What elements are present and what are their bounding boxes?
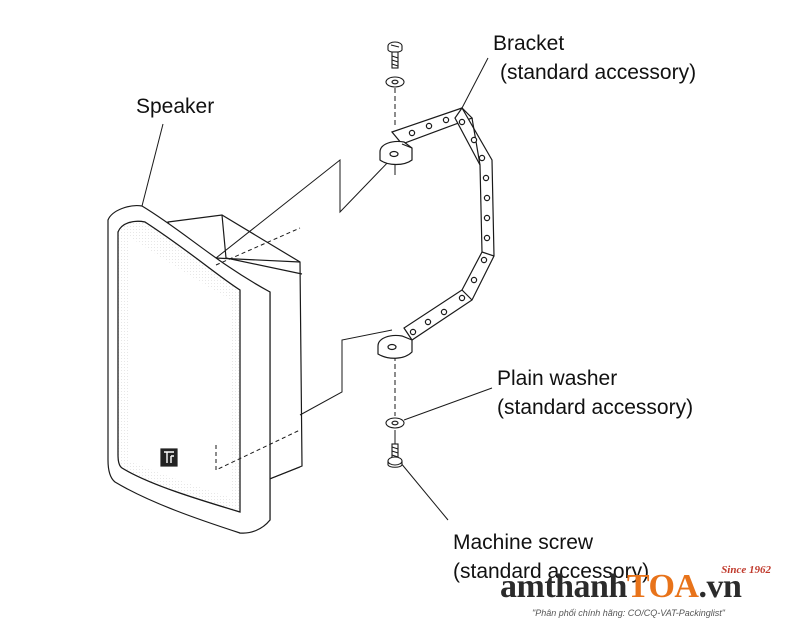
bottom-machine-screw (387, 443, 403, 468)
speaker-label: Speaker (136, 95, 215, 118)
speaker (107, 205, 303, 534)
top-machine-screw (387, 41, 403, 69)
watermark-brand-part2: TOA (626, 568, 699, 605)
connector-lines (215, 88, 396, 471)
watermark: Since 1962 amthanhTOA.vn "Phân phối chín… (500, 562, 785, 630)
plain-washer-sublabel: (standard accessory) (497, 396, 694, 419)
bracket-sublabel: (standard accessory) (500, 61, 697, 84)
machine-screw-sublabel: (standard accessory) (453, 560, 650, 583)
machine-screw-label: Machine screw (453, 531, 594, 554)
watermark-brand-part3: .vn (698, 568, 742, 605)
top-plain-washer (385, 76, 405, 88)
bottom-plain-washer (385, 417, 405, 429)
bracket (377, 106, 495, 359)
watermark-logo: amthanhTOA.vn (500, 568, 742, 606)
speaker-logo (160, 448, 178, 467)
watermark-since: Since 1962 (721, 564, 771, 576)
leader-lines (141, 57, 493, 521)
bracket-label: Bracket (493, 32, 565, 55)
watermark-brand-part1: amthanh (500, 568, 627, 605)
plain-washer-label: Plain washer (497, 367, 618, 390)
watermark-tagline: "Phân phối chính hãng: CO/CQ-VAT-Packing… (532, 608, 725, 618)
